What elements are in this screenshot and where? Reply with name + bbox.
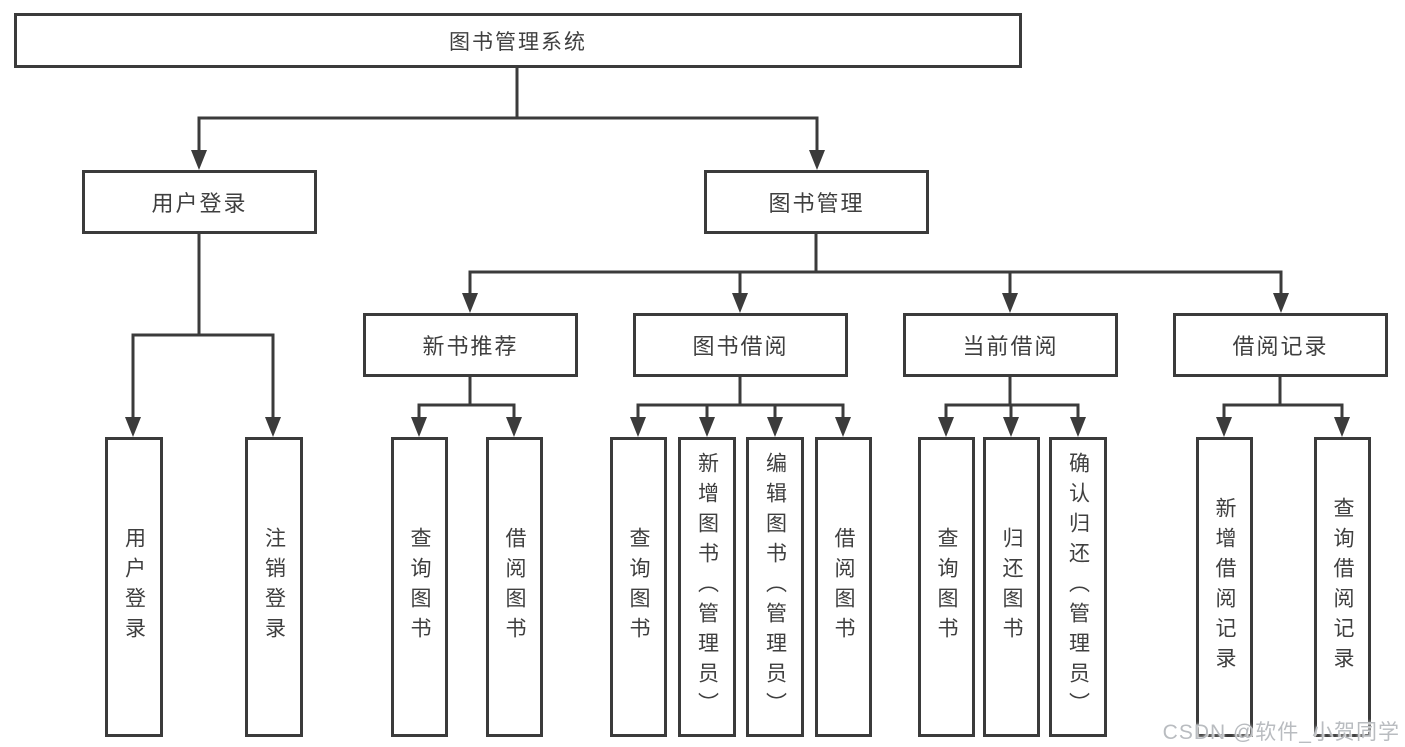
node-leaf-query-books-borrowing-label: 查询图书 (627, 527, 650, 647)
tree-edges (131, 68, 1344, 419)
arrow-down-icon (1334, 417, 1350, 437)
node-new-book-recommend-label: 新书推荐 (422, 334, 519, 359)
arrow-down-icon (835, 417, 851, 437)
arrow-down-icon (265, 417, 281, 437)
arrow-down-icon (125, 417, 141, 437)
arrow-down-icon (1002, 293, 1018, 313)
node-book-borrowing: 图书借阅 (633, 313, 848, 377)
node-borrowing-records: 借阅记录 (1173, 313, 1388, 377)
node-leaf-logout: 注销登录 (245, 437, 303, 737)
node-leaf-confirm-return-admin: 确认归还（管理员） (1049, 437, 1107, 737)
node-leaf-query-books-recommend: 查询图书 (391, 437, 448, 737)
node-leaf-add-books-admin: 新增图书（管理员） (678, 437, 736, 737)
node-leaf-query-borrow-record: 查询借阅记录 (1314, 437, 1371, 737)
node-leaf-query-books-current-label: 查询图书 (935, 527, 958, 647)
node-borrowing-records-label: 借阅记录 (1232, 334, 1329, 359)
arrow-down-icon (191, 150, 207, 170)
node-leaf-edit-books-admin-label: 编辑图书（管理员） (763, 452, 787, 722)
node-leaf-query-books-borrowing: 查询图书 (610, 437, 667, 737)
node-leaf-confirm-return-admin-label: 确认归还（管理员） (1066, 452, 1090, 722)
node-root: 图书管理系统 (14, 13, 1022, 68)
node-book-management-label: 图书管理 (768, 191, 865, 216)
arrow-down-icon (732, 293, 748, 313)
node-leaf-query-borrow-record-label: 查询借阅记录 (1331, 497, 1354, 677)
node-current-borrowing-label: 当前借阅 (962, 334, 1059, 359)
node-user-login-label: 用户登录 (151, 191, 248, 216)
node-leaf-borrow-books-recommend-label: 借阅图书 (503, 527, 526, 647)
arrow-down-icon (1273, 293, 1289, 313)
arrow-down-icon (1003, 417, 1019, 437)
arrow-down-icon (767, 417, 783, 437)
node-new-book-recommend: 新书推荐 (363, 313, 578, 377)
node-root-label: 图书管理系统 (449, 30, 587, 54)
node-leaf-borrow-books-label: 借阅图书 (832, 527, 855, 647)
arrow-down-icon (1070, 417, 1086, 437)
node-leaf-logout-label: 注销登录 (262, 527, 286, 647)
arrow-down-icon (506, 417, 522, 437)
arrowheads (125, 150, 1350, 437)
node-leaf-borrow-books: 借阅图书 (815, 437, 872, 737)
arrow-down-icon (1216, 417, 1232, 437)
node-leaf-user-login: 用户登录 (105, 437, 163, 737)
node-leaf-user-login-label: 用户登录 (122, 527, 146, 647)
node-leaf-borrow-books-recommend: 借阅图书 (486, 437, 543, 737)
arrow-down-icon (462, 293, 478, 313)
node-user-login: 用户登录 (82, 170, 317, 234)
node-leaf-add-books-admin-label: 新增图书（管理员） (695, 452, 719, 722)
node-leaf-add-borrow-record: 新增借阅记录 (1196, 437, 1253, 737)
node-current-borrowing: 当前借阅 (903, 313, 1118, 377)
node-leaf-return-books: 归还图书 (983, 437, 1040, 737)
node-leaf-edit-books-admin: 编辑图书（管理员） (746, 437, 804, 737)
node-book-borrowing-label: 图书借阅 (692, 334, 789, 359)
node-book-management: 图书管理 (704, 170, 929, 234)
arrow-down-icon (630, 417, 646, 437)
node-leaf-query-books-recommend-label: 查询图书 (408, 527, 431, 647)
node-leaf-add-borrow-record-label: 新增借阅记录 (1213, 497, 1236, 677)
arrow-down-icon (809, 150, 825, 170)
node-leaf-return-books-label: 归还图书 (1000, 527, 1023, 647)
arrow-down-icon (699, 417, 715, 437)
arrow-down-icon (938, 417, 954, 437)
arrow-down-icon (411, 417, 427, 437)
node-leaf-query-books-current: 查询图书 (918, 437, 975, 737)
